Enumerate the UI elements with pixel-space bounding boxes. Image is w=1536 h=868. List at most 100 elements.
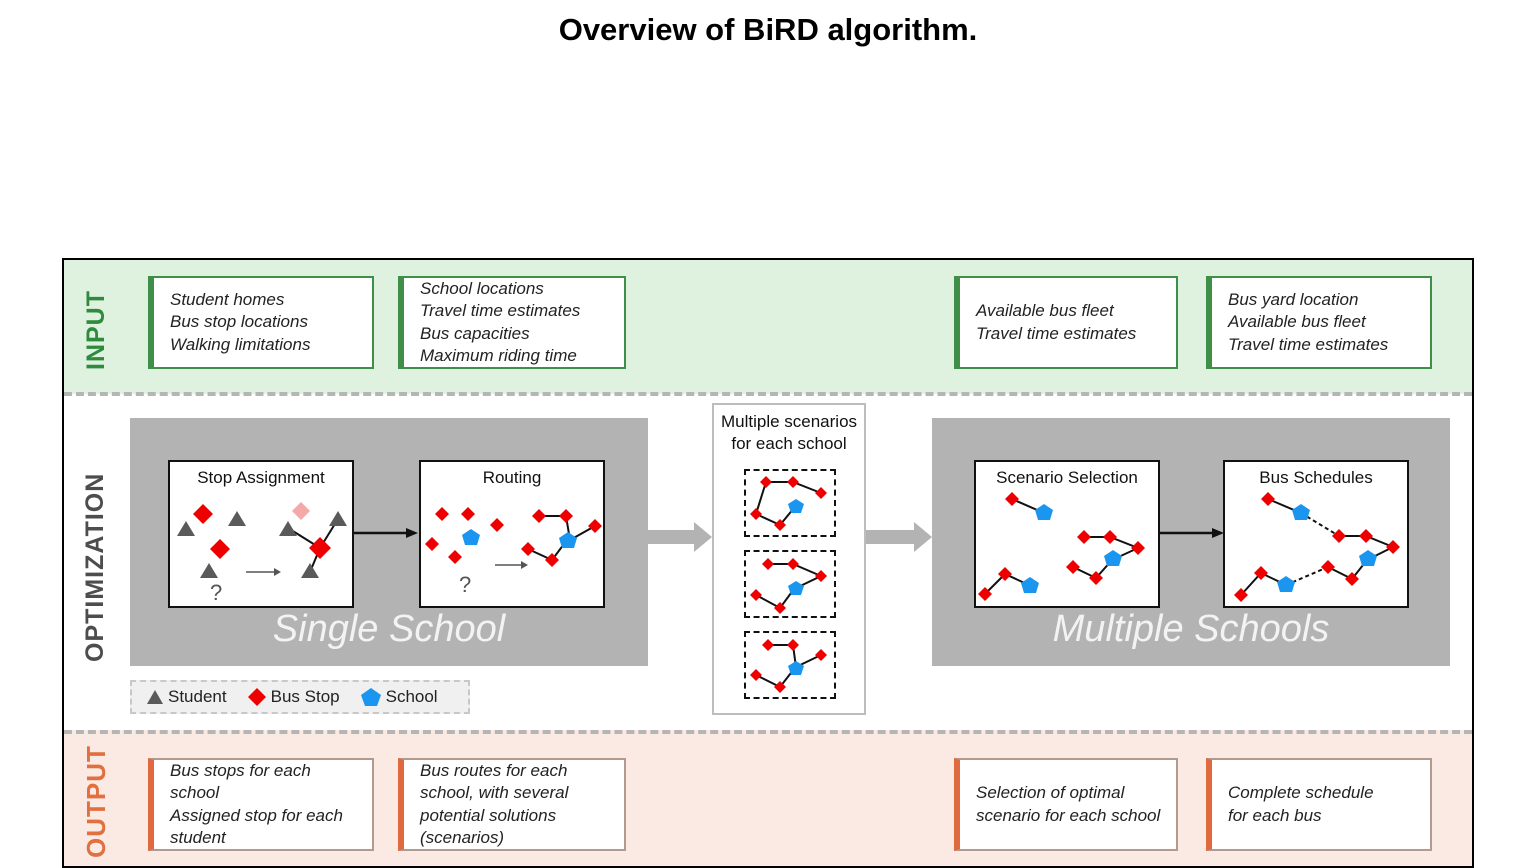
output-line: Selection of optimal bbox=[976, 783, 1125, 802]
bus-stop-icon bbox=[760, 476, 772, 488]
school-icon bbox=[1021, 577, 1039, 593]
output-section-label: OUTPUT bbox=[81, 745, 111, 858]
figure-title: Overview of BiRD algorithm. bbox=[558, 12, 978, 47]
single-school-panel: Stop Assignment ? bbox=[130, 418, 648, 666]
output-line: Complete schedule bbox=[1228, 783, 1374, 802]
input-box-3: Available bus fleet Travel time estimate… bbox=[954, 276, 1178, 369]
input-box-2: School locations Travel time estimates B… bbox=[398, 276, 626, 369]
output-line: Bus routes for each bbox=[420, 760, 568, 780]
bus-stop-icon bbox=[545, 553, 559, 567]
scenarios-title-line: for each school bbox=[731, 434, 847, 453]
output-line: (scenarios) bbox=[420, 828, 505, 847]
legend-item-school: School bbox=[360, 687, 438, 707]
scenarios-title: Multiple scenarios for each school bbox=[714, 411, 864, 455]
question-mark: ? bbox=[210, 580, 222, 605]
stop-assignment-illustration: ? bbox=[177, 502, 347, 605]
input-line: Bus stop locations bbox=[170, 312, 308, 332]
diagram-frame: INPUT Student homes Bus stop locations W… bbox=[62, 258, 1474, 868]
bus-stop-icon bbox=[461, 507, 475, 521]
bus-stop-faded-icon bbox=[292, 502, 310, 520]
input-line: Travel time estimates bbox=[420, 301, 581, 320]
input-line: Walking limitations bbox=[170, 334, 311, 354]
bus-stop-icon bbox=[1359, 529, 1373, 543]
output-line: school, with several bbox=[420, 783, 569, 802]
bus-stop-icon bbox=[1345, 572, 1359, 586]
scenarios-panel: Multiple scenarios for each school bbox=[712, 403, 866, 715]
bus-stop-icon bbox=[210, 539, 230, 559]
scenario-selection-step: Scenario Selection bbox=[974, 460, 1160, 608]
legend-item-student: Student bbox=[146, 687, 227, 707]
school-icon bbox=[1277, 576, 1295, 592]
output-line: school bbox=[170, 783, 220, 802]
bus-stop-icon bbox=[532, 509, 546, 523]
bus-stop-icon bbox=[750, 669, 762, 681]
output-box-2: Bus routes for each school, with several… bbox=[398, 758, 626, 851]
output-box-3: Selection of optimal scenario for each s… bbox=[954, 758, 1178, 851]
triangle-icon bbox=[147, 690, 163, 704]
step-title: Routing bbox=[482, 468, 542, 487]
bus-stop-icon bbox=[435, 507, 449, 521]
input-line: School locations bbox=[420, 278, 544, 298]
scenario-selection-illustration bbox=[978, 492, 1145, 601]
legend-label: Bus Stop bbox=[270, 687, 340, 706]
pentagon-icon bbox=[360, 688, 381, 706]
input-line: Bus capacities bbox=[420, 323, 530, 343]
legend: Student Bus Stop School bbox=[130, 680, 470, 714]
student-icon bbox=[279, 521, 297, 536]
school-icon bbox=[788, 661, 804, 675]
bus-schedules-step: Bus Schedules bbox=[1223, 460, 1409, 608]
output-divider bbox=[64, 730, 1472, 734]
output-box-1: Bus stops for each school Assigned stop … bbox=[148, 758, 374, 851]
input-line: Maximum riding time bbox=[420, 346, 577, 365]
bus-stop-icon bbox=[1261, 492, 1275, 506]
bus-stop-icon bbox=[425, 537, 439, 551]
optimization-section-label: OPTIMIZATION bbox=[81, 472, 109, 662]
arrow-head-icon bbox=[521, 561, 528, 569]
bus-stop-icon bbox=[815, 570, 827, 582]
bus-stop-icon bbox=[1131, 541, 1145, 555]
question-mark: ? bbox=[459, 572, 471, 597]
school-icon bbox=[1359, 550, 1377, 566]
bus-stop-icon bbox=[1066, 560, 1080, 574]
bus-stop-icon bbox=[559, 509, 573, 523]
output-line: Bus stops for each bbox=[170, 760, 311, 780]
bus-stop-icon bbox=[1386, 540, 1400, 554]
bus-stop-icon bbox=[815, 487, 827, 499]
step-arrow bbox=[354, 528, 418, 538]
scenario-3 bbox=[744, 631, 836, 699]
legend-item-bus-stop: Bus Stop bbox=[247, 687, 340, 707]
student-icon bbox=[228, 511, 246, 526]
input-section-label: INPUT bbox=[82, 290, 110, 370]
bus-stop-icon bbox=[750, 589, 762, 601]
school-icon bbox=[788, 581, 804, 595]
flow-arrow-to-multiple-schools bbox=[866, 522, 932, 552]
routing-step: Routing ? bbox=[419, 460, 605, 608]
bus-stop-icon bbox=[1089, 571, 1103, 585]
bus-stop-icon bbox=[448, 550, 462, 564]
multiple-schools-panel: Scenario Selection bbox=[932, 418, 1450, 666]
bus-stop-icon bbox=[1005, 492, 1019, 506]
bus-stop-icon bbox=[193, 504, 213, 524]
output-box-4: Complete schedule for each bus bbox=[1206, 758, 1432, 851]
input-line: Bus yard location bbox=[1228, 289, 1359, 309]
bus-stop-icon bbox=[1332, 529, 1346, 543]
output-line: student bbox=[170, 828, 226, 847]
input-line: Student homes bbox=[170, 289, 285, 309]
bus-stop-icon bbox=[774, 519, 786, 531]
output-line: potential solutions bbox=[420, 805, 557, 825]
multiple-schools-caption: Multiple Schools bbox=[1052, 608, 1330, 650]
bus-stop-icon bbox=[998, 567, 1012, 581]
school-icon bbox=[1035, 504, 1053, 520]
diamond-icon bbox=[247, 688, 266, 706]
legend-label: Student bbox=[168, 687, 227, 706]
scenario-1 bbox=[744, 469, 836, 537]
bus-stop-icon bbox=[750, 508, 762, 520]
output-line: Assigned stop for each bbox=[170, 805, 343, 825]
bus-stop-icon bbox=[588, 519, 602, 533]
flow-arrow-to-scenarios bbox=[648, 522, 712, 552]
bus-stop-icon bbox=[815, 649, 827, 661]
student-icon bbox=[177, 521, 195, 536]
step-title: Stop Assignment bbox=[197, 468, 325, 487]
step-title: Bus Schedules bbox=[1259, 468, 1373, 487]
routing-illustration: ? bbox=[425, 507, 602, 597]
